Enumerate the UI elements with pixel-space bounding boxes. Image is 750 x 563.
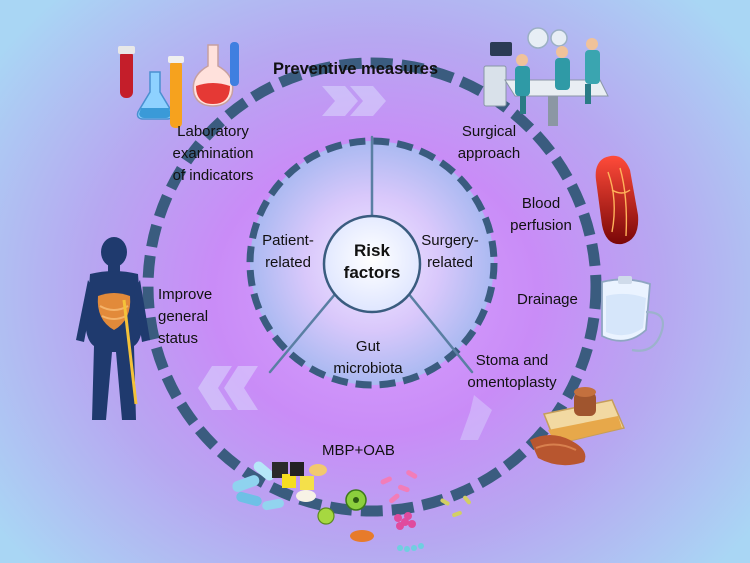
improve-general-status-line: Improve	[158, 286, 213, 303]
laboratory-examination-line: Laboratory	[177, 123, 249, 140]
improve-general-status-line: general	[158, 307, 209, 325]
risk-factors-line: Risk	[354, 241, 390, 260]
blood-vessel-icon	[595, 155, 639, 245]
pills-microbes-icon	[232, 461, 471, 552]
blood-perfusion-line: Blood	[521, 195, 561, 212]
surgery-related-label: Surgery- related	[408, 230, 492, 274]
chevron-arrows-decoration	[198, 86, 492, 440]
surgery-related-line: related	[427, 253, 473, 271]
risk-factors-line: factors	[343, 263, 401, 283]
outer-ring	[142, 57, 602, 517]
center-circle	[322, 214, 422, 314]
stoma-omentoplasty-label: Stoma and omentoplasty	[452, 350, 572, 394]
blood-perfusion-label: Blood perfusion	[496, 193, 586, 237]
patient-related-line: Patient-	[262, 232, 314, 249]
stoma-omentoplasty-line: omentoplasty	[467, 373, 557, 391]
human-body-icon	[76, 237, 150, 420]
drainage-label: Drainage	[517, 291, 578, 308]
drainage-bag-icon	[601, 276, 664, 352]
improve-general-status-label: Improve general status	[158, 284, 212, 349]
risk-factors-label: Risk factors	[336, 240, 408, 284]
blood-perfusion-line: perfusion	[510, 216, 572, 234]
intestine-tissue-icon	[530, 387, 626, 466]
preventive-measures-title: Preventive measures	[273, 60, 439, 78]
lab-flasks-icon	[118, 42, 239, 128]
surgical-approach-label: Surgical approach	[440, 121, 538, 165]
operating-room-icon	[483, 27, 609, 126]
laboratory-examination-label: Laboratory examination of indicators	[158, 121, 268, 186]
laboratory-examination-line: examination	[172, 144, 254, 162]
inner-ring	[246, 137, 498, 389]
gut-microbiota-line: Gut	[355, 338, 381, 355]
surgical-approach-line: approach	[457, 144, 521, 162]
patient-related-line: related	[265, 253, 311, 271]
improve-general-status-line: status	[158, 329, 199, 347]
surgery-related-line: Surgery-	[421, 232, 479, 249]
sector-dividers	[268, 135, 474, 374]
stoma-omentoplasty-line: Stoma and	[475, 352, 549, 369]
surgical-approach-line: Surgical	[461, 123, 517, 140]
mbp-oab-label: MBP+OAB	[322, 442, 395, 459]
gut-microbiota-line: microbiota	[333, 359, 403, 377]
laboratory-examination-line: of indicators	[172, 166, 254, 184]
patient-related-label: Patient- related	[250, 230, 326, 274]
gut-microbiota-label: Gut microbiota	[318, 336, 418, 380]
